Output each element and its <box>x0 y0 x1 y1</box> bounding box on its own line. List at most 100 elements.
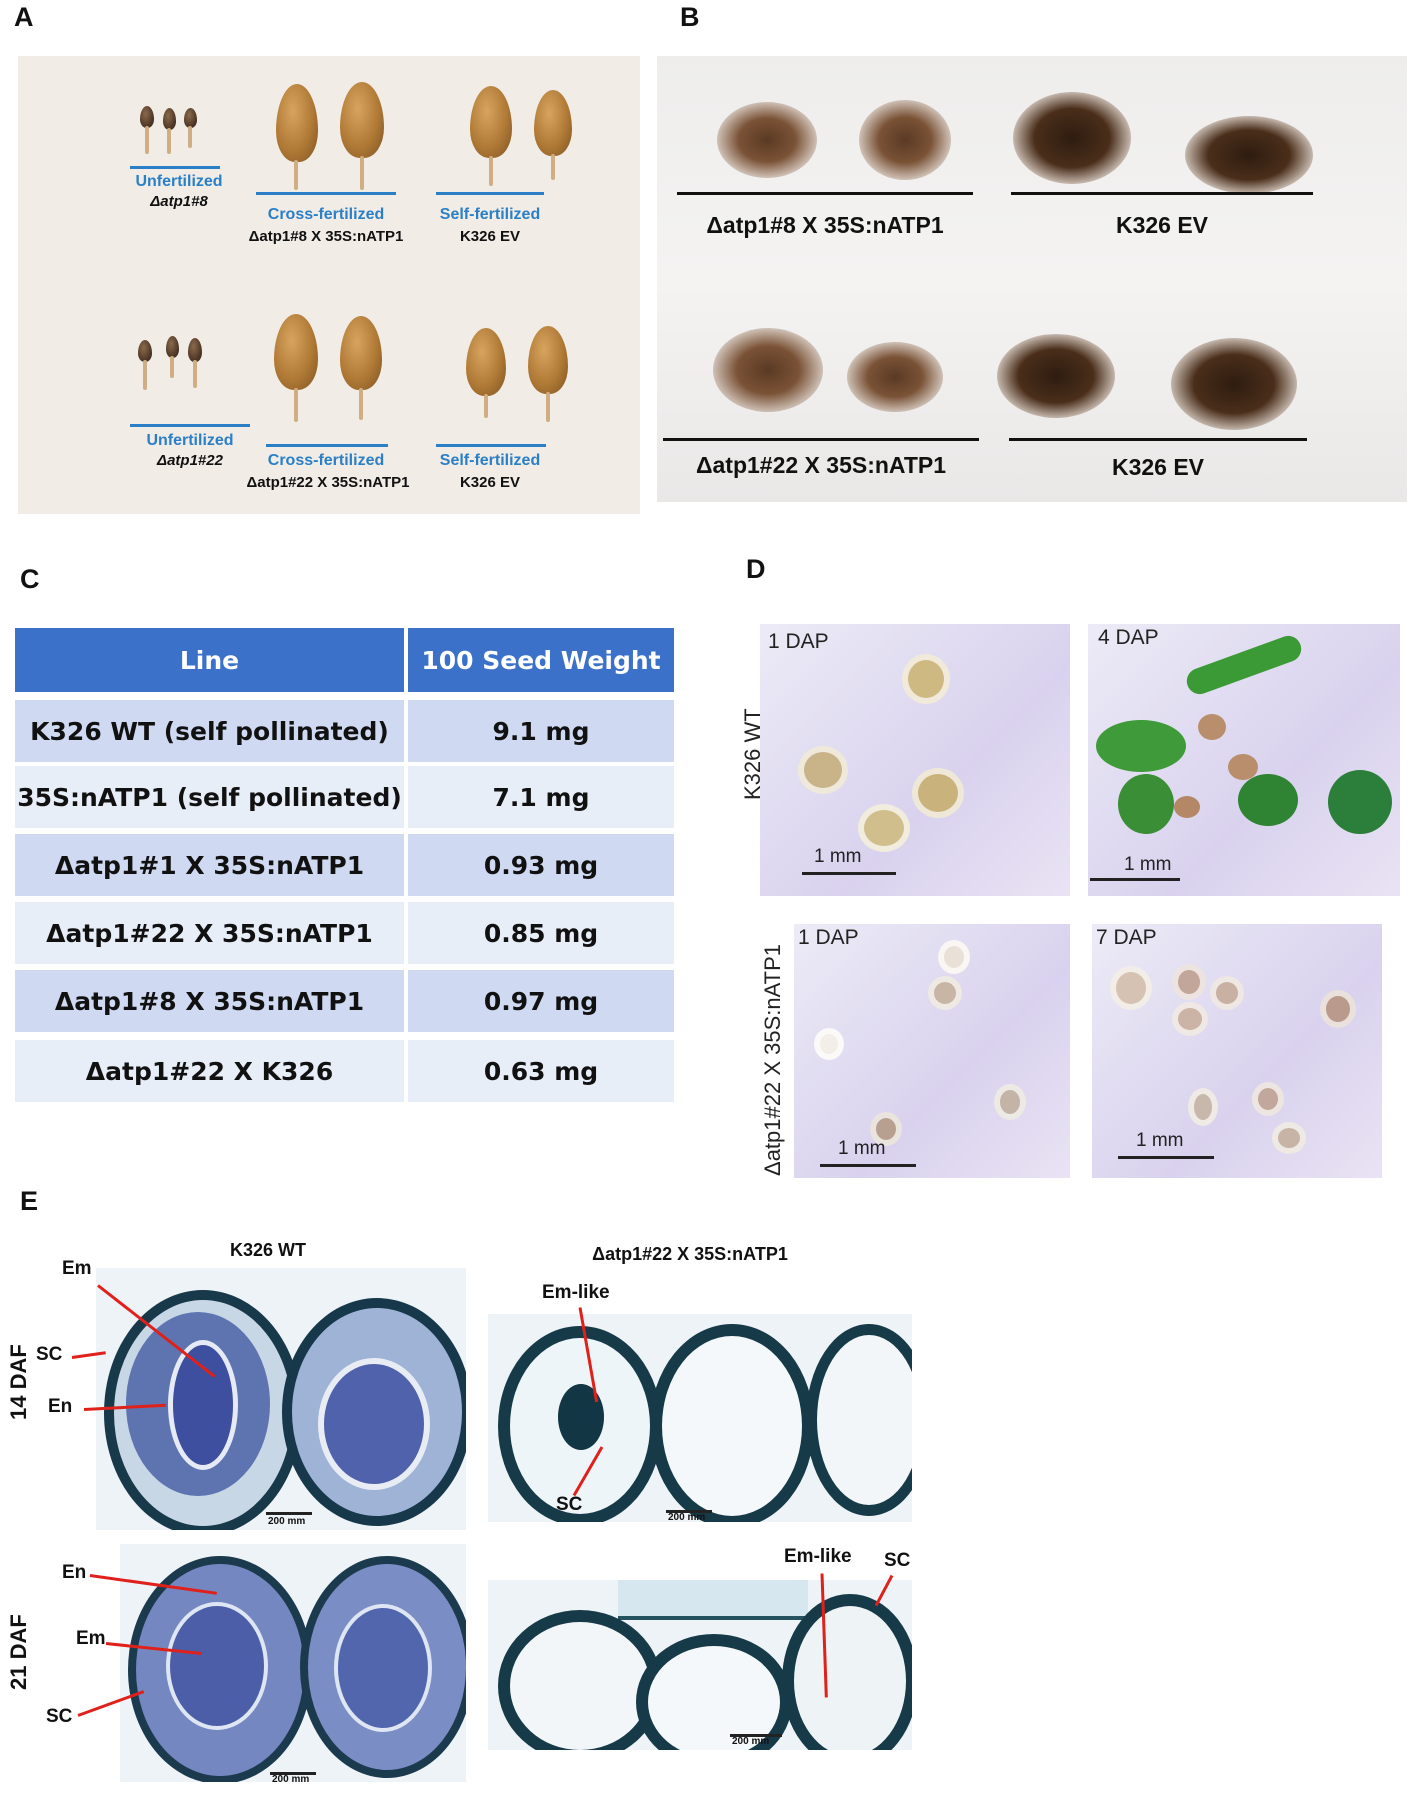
seed-pile <box>1013 92 1131 184</box>
column-title: K326 WT <box>229 1240 307 1260</box>
pile-label: Δatp1#22 X 35S:nATP1 <box>695 452 947 478</box>
seed-capsule-photo: Unfertilized Δatp1#8 Cross-fertilized Δa… <box>18 56 640 514</box>
underline <box>436 192 544 195</box>
label-sc: SC <box>884 1550 911 1571</box>
table-cell-weight: 0.97 mg <box>408 970 674 1032</box>
capsule <box>166 336 179 358</box>
tile-label: 1 DAP <box>768 630 829 653</box>
group-sub: Δatp1#8 X 35S:nATP1 <box>248 228 404 245</box>
table-header-weight: 100 Seed Weight <box>408 628 674 692</box>
scale-label: 200 mm <box>732 1736 770 1747</box>
micrograph-tile: 1 DAP 1 mm <box>794 924 1070 1178</box>
group-sub: K326 EV <box>459 474 521 491</box>
embryo <box>168 1340 238 1470</box>
capsule <box>534 90 572 156</box>
group-sub: Δatp1#8 <box>150 193 208 210</box>
group-title: Unfertilized <box>135 173 223 190</box>
table-cell-line: Δatp1#22 X 35S:nATP1 <box>15 902 404 964</box>
scale-bar <box>730 1734 782 1737</box>
seedling <box>1096 720 1186 772</box>
label-sc: SC <box>36 1344 63 1365</box>
divider <box>1009 438 1307 441</box>
seed <box>1210 976 1244 1010</box>
seed <box>858 804 910 852</box>
row-label-14daf: 14 DAF <box>6 1344 31 1420</box>
histology-section: 200 mm <box>488 1580 912 1750</box>
panel-label-a: A <box>14 2 34 32</box>
group-sub: K326 EV <box>459 228 521 245</box>
label-em-like: Em-like <box>542 1282 610 1303</box>
column-title: Δatp1#22 X 35S:nATP1 <box>592 1244 788 1264</box>
capsule-stem <box>360 156 364 190</box>
capsule <box>276 84 318 162</box>
table-cell-weight: 0.63 mg <box>408 1040 674 1102</box>
underline <box>266 444 388 447</box>
capsule <box>138 340 152 362</box>
table-cell-line: 35S:nATP1 (self pollinated) <box>15 766 404 828</box>
seed-coat <box>1228 754 1258 780</box>
label-sc: SC <box>556 1494 583 1515</box>
capsule-stem <box>546 392 550 422</box>
seed-pile <box>997 334 1115 418</box>
seed-section <box>498 1610 662 1750</box>
embryo <box>166 1602 268 1730</box>
group-sub: Δatp1#22 X 35S:nATP1 <box>246 474 410 491</box>
label-em-like: Em-like <box>784 1546 852 1567</box>
scale-bar <box>270 1772 316 1775</box>
scale-label: 200 mm <box>272 1774 310 1782</box>
embryo <box>334 1604 432 1732</box>
tissue-fragment <box>618 1580 808 1620</box>
underline <box>130 166 220 169</box>
seed-pile <box>1171 338 1297 430</box>
seed-pile-photo: Δatp1#8 X 35S:nATP1 K326 EV Δatp1#22 X 3… <box>657 56 1407 502</box>
table-cell-weight: 7.1 mg <box>408 766 674 828</box>
capsule-stem <box>489 156 493 186</box>
seedling <box>1238 774 1298 826</box>
label-em: Em <box>62 1258 92 1279</box>
row-label-21daf: 21 DAF <box>6 1614 31 1690</box>
label-sc: SC <box>46 1706 73 1727</box>
micrograph-tile: 7 DAP 1 mm <box>1092 924 1382 1178</box>
seed-section <box>636 1634 792 1750</box>
seed <box>814 1028 844 1060</box>
embryo <box>318 1358 430 1490</box>
seed <box>798 746 848 794</box>
scale-bar <box>820 1164 916 1167</box>
seed-pile <box>713 328 823 412</box>
capsule <box>274 314 318 390</box>
group-sub: Δatp1#22 <box>157 452 223 469</box>
scale-bar <box>666 1510 712 1513</box>
tile-label: 4 DAP <box>1098 626 1159 649</box>
capsule-stem <box>294 160 298 190</box>
seed-section <box>806 1324 912 1516</box>
seed <box>1110 966 1152 1010</box>
pile-label: Δatp1#8 X 35S:nATP1 <box>706 212 944 238</box>
panel-label-e: E <box>20 1186 39 1216</box>
label-en: En <box>62 1562 87 1583</box>
seed <box>928 976 962 1010</box>
table-cell-weight: 0.85 mg <box>408 902 674 964</box>
seedling <box>1118 774 1174 834</box>
table-cell-weight: 0.93 mg <box>408 834 674 896</box>
scale-label: 1 mm <box>1136 1130 1184 1151</box>
seed <box>1252 1082 1284 1116</box>
scale-label: 1 mm <box>814 846 862 867</box>
seed <box>1172 964 1206 1000</box>
seed-section <box>650 1324 814 1522</box>
capsule <box>470 86 512 158</box>
label-em: Em <box>76 1628 106 1649</box>
pile-label: K326 EV <box>1115 212 1209 238</box>
capsule <box>340 316 382 390</box>
seed <box>1188 1088 1218 1126</box>
capsule-stem <box>167 128 171 154</box>
seed <box>902 654 950 704</box>
capsule <box>340 82 384 158</box>
micrograph-tile: 1 DAP 1 mm <box>760 624 1070 896</box>
capsule-stem <box>193 360 197 388</box>
histology-section: 200 mm <box>120 1544 466 1782</box>
pile-label: K326 EV <box>1111 454 1205 480</box>
table-cell-line: Δatp1#22 X K326 <box>15 1040 404 1102</box>
table-cell-weight: 9.1 mg <box>408 700 674 762</box>
label-en: En <box>48 1396 73 1417</box>
table-header-line: Line <box>15 628 404 692</box>
